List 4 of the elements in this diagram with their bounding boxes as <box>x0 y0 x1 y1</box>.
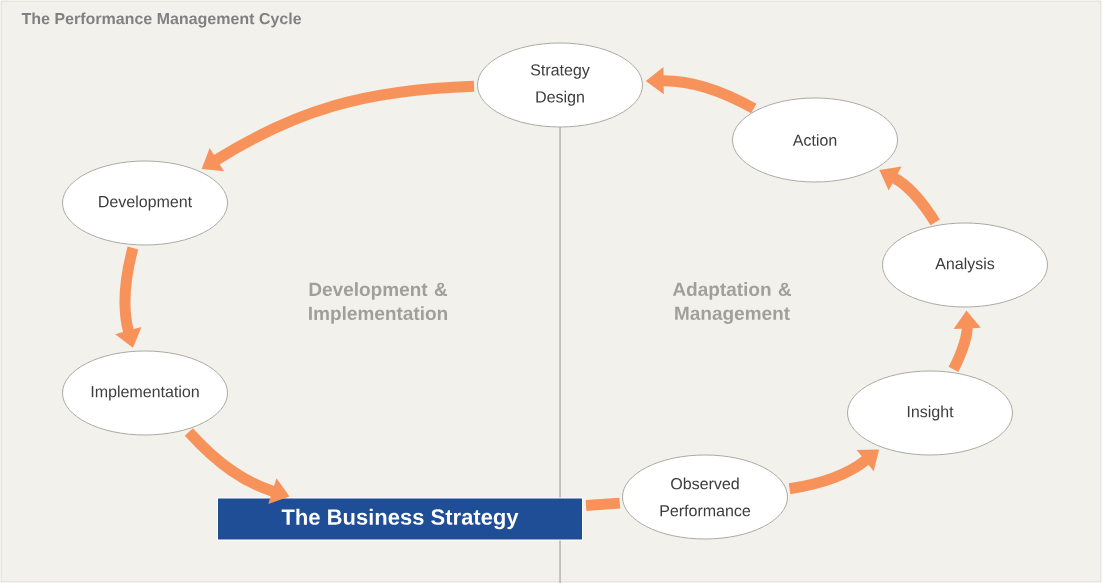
region-label: Development & Implementation <box>309 282 448 324</box>
region-label: Adaptation & Management <box>672 282 792 324</box>
title: The Performance Management Cycle <box>21 12 302 28</box>
strategy-banner: The Business Strategy <box>217 497 583 541</box>
